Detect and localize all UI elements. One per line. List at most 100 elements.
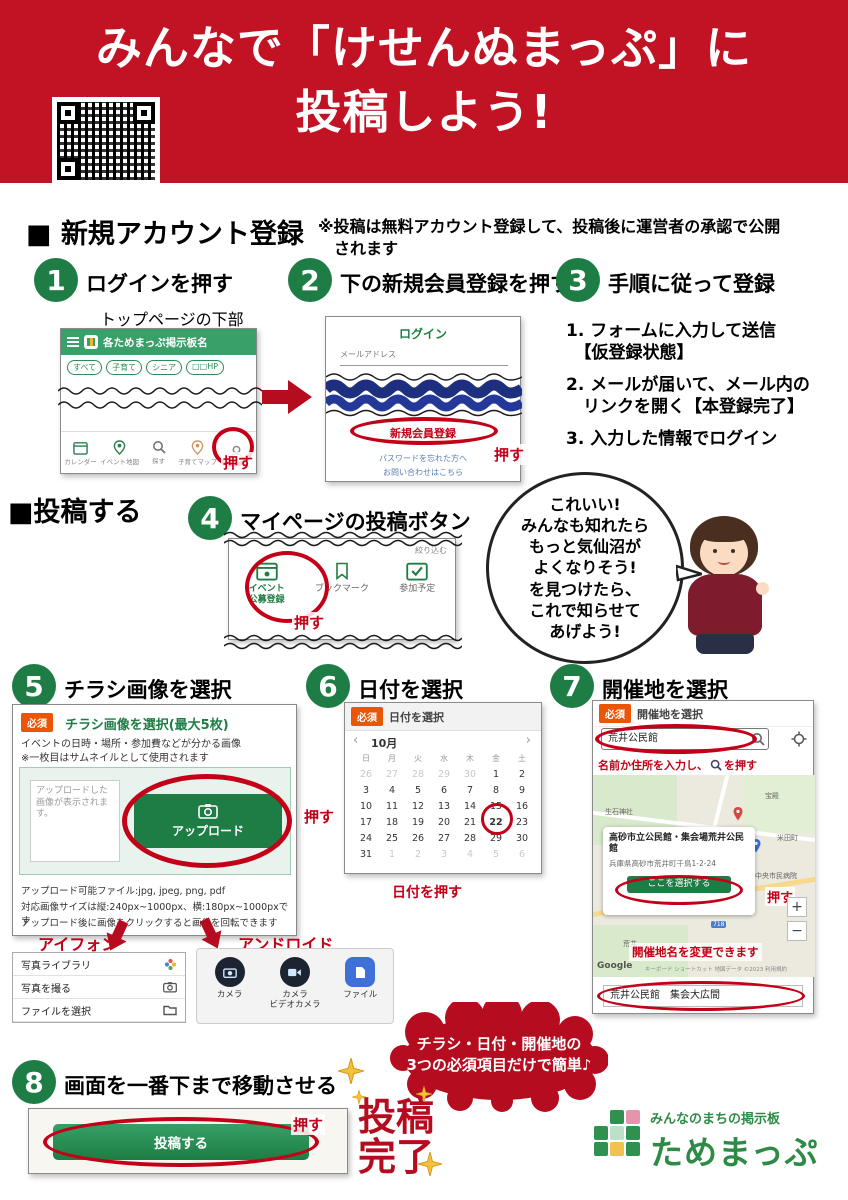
calendar-day-cell[interactable]: 12 xyxy=(411,801,425,812)
calendar-day-cell[interactable]: 29 xyxy=(437,769,451,780)
next-month-chevron[interactable]: › xyxy=(525,733,531,748)
map-info-card: 高砂市立公民館・集会場荒井公民館 兵庫県高砂市荒井町千鳥1-2-24 ここを選択… xyxy=(603,827,755,915)
calendar-day-cell[interactable]: 6 xyxy=(518,849,526,860)
venue-name-field[interactable]: 荒井公民館 集会大広間 xyxy=(603,985,803,1007)
bookmark-button[interactable]: ブックマーク xyxy=(305,561,379,595)
calendar-day-cell[interactable]: 26 xyxy=(411,833,425,844)
calendar-day-cell[interactable]: 2 xyxy=(414,849,422,860)
android-item-video-camera[interactable]: カメラ ビデオカメラ xyxy=(264,957,326,1023)
calendar-day-cell[interactable]: 13 xyxy=(437,801,451,812)
arrow-down-icon xyxy=(199,917,222,949)
flyer-desc2: ※一枚目はサムネイルとして使用されます xyxy=(21,753,209,764)
filter-chip[interactable]: すべて xyxy=(67,360,103,375)
post-section-heading: ■投稿する xyxy=(8,497,142,528)
calendar-day-cell[interactable]: 21 xyxy=(463,817,477,828)
flyer-note1: アップロード可能ファイル:jpg, jpeg, png, pdf xyxy=(21,886,226,897)
forgot-password-link[interactable]: パスワードを忘れた方へ xyxy=(379,454,467,463)
app-header-bar: 各ためまっぷ掲示板名 xyxy=(61,329,256,355)
contact-link[interactable]: お問い合わせはこちら xyxy=(383,468,463,477)
required-badge: 必須 xyxy=(21,713,53,732)
calendar-day-cell[interactable]: 15 xyxy=(489,801,503,812)
calendar-day-cell[interactable]: 3 xyxy=(440,849,448,860)
calendar-check-icon xyxy=(406,562,429,581)
calendar-day-cell[interactable]: 28 xyxy=(411,769,425,780)
android-item-file[interactable]: ファイル xyxy=(329,957,391,1023)
calendar-day-cell[interactable]: 1 xyxy=(388,849,396,860)
calendar-day-cell[interactable]: 14 xyxy=(463,801,477,812)
calendar-day-cell[interactable]: 25 xyxy=(385,833,399,844)
app-logo-icon xyxy=(84,335,98,349)
calendar-day-cell[interactable]: 22 xyxy=(489,817,503,828)
zoom-in-button[interactable]: + xyxy=(787,897,807,917)
map[interactable]: 生石神社 宝殿 米田町 中央市民病院 荒井 718 高砂市立公民館・集会場荒井公… xyxy=(593,775,815,977)
calendar-day-cell[interactable]: 16 xyxy=(515,801,529,812)
register-link[interactable]: 新規会員登録 xyxy=(390,427,456,440)
mypage-actions: イベント 公募登録 ブックマーク 参加予定 xyxy=(229,539,455,606)
filter-chip[interactable]: □□HP xyxy=(186,360,225,375)
prev-month-chevron[interactable]: ‹ xyxy=(353,733,359,748)
day-header: 水 xyxy=(440,754,448,763)
event-post-button[interactable]: イベント 公募登録 xyxy=(230,561,304,606)
iphone-item-choose-file[interactable]: ファイルを選択 xyxy=(13,999,185,1022)
filter-chip[interactable]: 子育て xyxy=(106,360,143,375)
zoom-out-button[interactable]: − xyxy=(787,921,807,941)
calendar-day-cell[interactable]: 26 xyxy=(359,769,373,780)
calendar-day-cell[interactable]: 30 xyxy=(463,769,477,780)
calendar-day-cell[interactable]: 9 xyxy=(518,785,526,796)
arrow-right-icon xyxy=(262,380,312,414)
event-post-label: イベント 公募登録 xyxy=(248,584,285,605)
select-here-button[interactable]: ここを選択する xyxy=(627,875,731,893)
calendar-day-cell[interactable]: 3 xyxy=(362,785,370,796)
calendar-day-cell[interactable]: 27 xyxy=(437,833,451,844)
iphone-item-take-photo[interactable]: 写真を撮る xyxy=(13,976,185,999)
screenshot-top-page: 各ためまっぷ掲示板名 すべて子育てシニア□□HP カレンダー イベント地図 探す… xyxy=(58,328,262,474)
calendar-day-cell[interactable]: 24 xyxy=(359,833,373,844)
venue-change-note: 開催地名を変更できます xyxy=(629,943,762,961)
calendar-day-cell[interactable]: 10 xyxy=(359,801,373,812)
calendar-day-cell[interactable]: 27 xyxy=(385,769,399,780)
calendar-day-cell[interactable]: 20 xyxy=(437,817,451,828)
menu-icon[interactable] xyxy=(67,337,79,347)
calendar-day-cell[interactable]: 29 xyxy=(489,833,503,844)
calendar-day-cell[interactable]: 5 xyxy=(492,849,500,860)
calendar-day-cell[interactable]: 11 xyxy=(385,801,399,812)
calendar-day-cell[interactable]: 2 xyxy=(518,769,526,780)
android-item-camera[interactable]: カメラ xyxy=(199,957,261,1023)
tamemap-logo-icon xyxy=(592,1108,642,1158)
calendar-day-cell[interactable]: 31 xyxy=(359,849,373,860)
upload-button[interactable]: アップロード xyxy=(134,794,282,848)
nav-calendar[interactable]: カレンダー xyxy=(61,432,100,473)
calendar-day-cell[interactable]: 6 xyxy=(440,785,448,796)
calendar-day-cell[interactable]: 17 xyxy=(359,817,373,828)
schedule-button[interactable]: 参加予定 xyxy=(380,561,454,595)
calendar-day-cell[interactable]: 19 xyxy=(411,817,425,828)
calendar-day-cell[interactable]: 4 xyxy=(466,849,474,860)
speech-bubble-tail xyxy=(676,564,702,582)
calendar-day-cell[interactable]: 4 xyxy=(388,785,396,796)
screenshot-flyer-upload: 必須 チラシ画像を選択(最大5枚) イベントの日時・場所・参加費などが分かる画像… xyxy=(12,704,297,936)
search-icon[interactable] xyxy=(751,732,765,746)
geolocate-icon[interactable] xyxy=(791,731,807,747)
highlight-cloud xyxy=(390,1002,608,1112)
screenshot-venue-picker: 必須 開催地を選択 荒井公民館 名前か住所を入力し、 を押す 生石神社 宝殿 米… xyxy=(592,700,815,1014)
step5-title: チラシ画像を選択 xyxy=(64,678,232,702)
venue-search-input[interactable]: 荒井公民館 xyxy=(601,728,769,750)
map-label: 生石神社 xyxy=(605,808,633,816)
nav-search[interactable]: 探す xyxy=(139,432,178,473)
calendar-day-cell[interactable]: 23 xyxy=(515,817,529,828)
iphone-item-photo-library[interactable]: 写真ライブラリ xyxy=(13,953,185,976)
filter-link[interactable]: 絞り込む xyxy=(415,546,447,555)
email-field[interactable] xyxy=(340,365,508,366)
submit-button[interactable]: 投稿する xyxy=(53,1124,309,1160)
calendar-day-cell[interactable]: 7 xyxy=(466,785,474,796)
calendar-day-cell[interactable]: 8 xyxy=(492,785,500,796)
calendar-day-cell[interactable]: 30 xyxy=(515,833,529,844)
calendar-day-cell[interactable]: 1 xyxy=(492,769,500,780)
calendar-day-cell[interactable]: 28 xyxy=(463,833,477,844)
calendar-day-cell[interactable]: 5 xyxy=(414,785,422,796)
nav-event-map[interactable]: イベント地図 xyxy=(100,432,139,473)
calendar-day-cell[interactable]: 18 xyxy=(385,817,399,828)
filter-chip[interactable]: シニア xyxy=(146,360,183,375)
nav-kosodate-map[interactable]: 子育てマップ xyxy=(178,432,217,473)
